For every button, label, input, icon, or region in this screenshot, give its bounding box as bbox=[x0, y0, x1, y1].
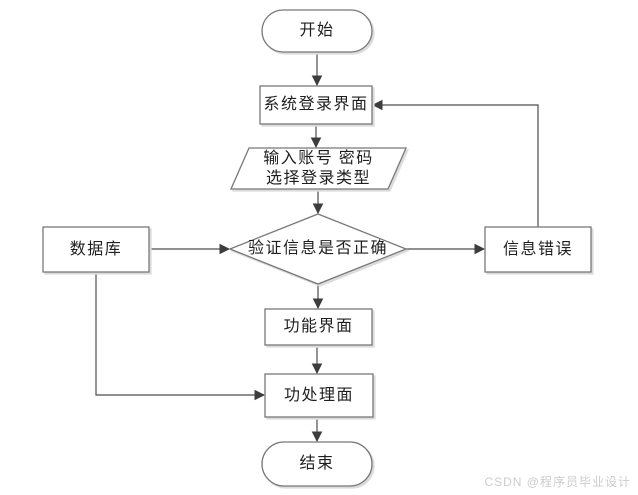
edge-database-process bbox=[95, 272, 266, 401]
function-process-shape bbox=[264, 308, 373, 346]
watermark: CSDN @程序员毕业设计 bbox=[484, 475, 631, 489]
input-parallelogram-shape bbox=[230, 147, 407, 190]
start-terminator-shape bbox=[261, 9, 373, 53]
login-process-shape bbox=[259, 85, 373, 125]
edges-layer bbox=[95, 52, 539, 443]
end-terminator-shape bbox=[261, 441, 373, 487]
database-process-shape bbox=[42, 226, 150, 273]
edge-error-login bbox=[371, 99, 539, 227]
verify-decision-shape bbox=[228, 213, 408, 285]
shapes-layer bbox=[42, 9, 592, 487]
error-process-shape bbox=[484, 226, 592, 273]
process-process-shape bbox=[264, 373, 374, 418]
